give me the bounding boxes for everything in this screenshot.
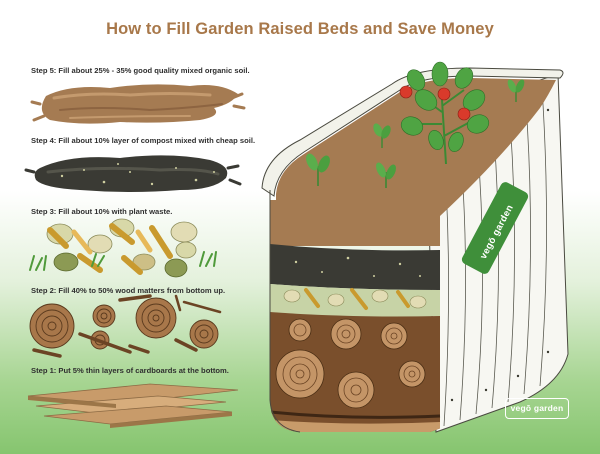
wood-swatch [29, 294, 222, 358]
step-5-label: Step 5: Fill about 25% - 35% good qualit… [31, 66, 250, 75]
tomato-plant [399, 61, 490, 165]
page-title: How to Fill Garden Raised Beds and Save … [106, 20, 494, 38]
brand-logo: vegō garden [505, 398, 569, 419]
step-1-label: Step 1: Put 5% thin layers of cardboards… [31, 366, 229, 375]
step-2-label: Step 2: Fill 40% to 50% wood matters fro… [31, 286, 226, 295]
soil-swatch [30, 84, 246, 124]
compost-swatch [24, 155, 242, 192]
raised-bed [261, 67, 569, 433]
seedlings [306, 79, 525, 188]
step-3-label: Step 3: Fill about 10% with plant waste. [31, 207, 173, 216]
cardboard-swatch [27, 383, 239, 428]
plant-waste-swatch [29, 218, 217, 278]
step-4-label: Step 4: Fill about 10% layer of compost … [31, 136, 256, 145]
